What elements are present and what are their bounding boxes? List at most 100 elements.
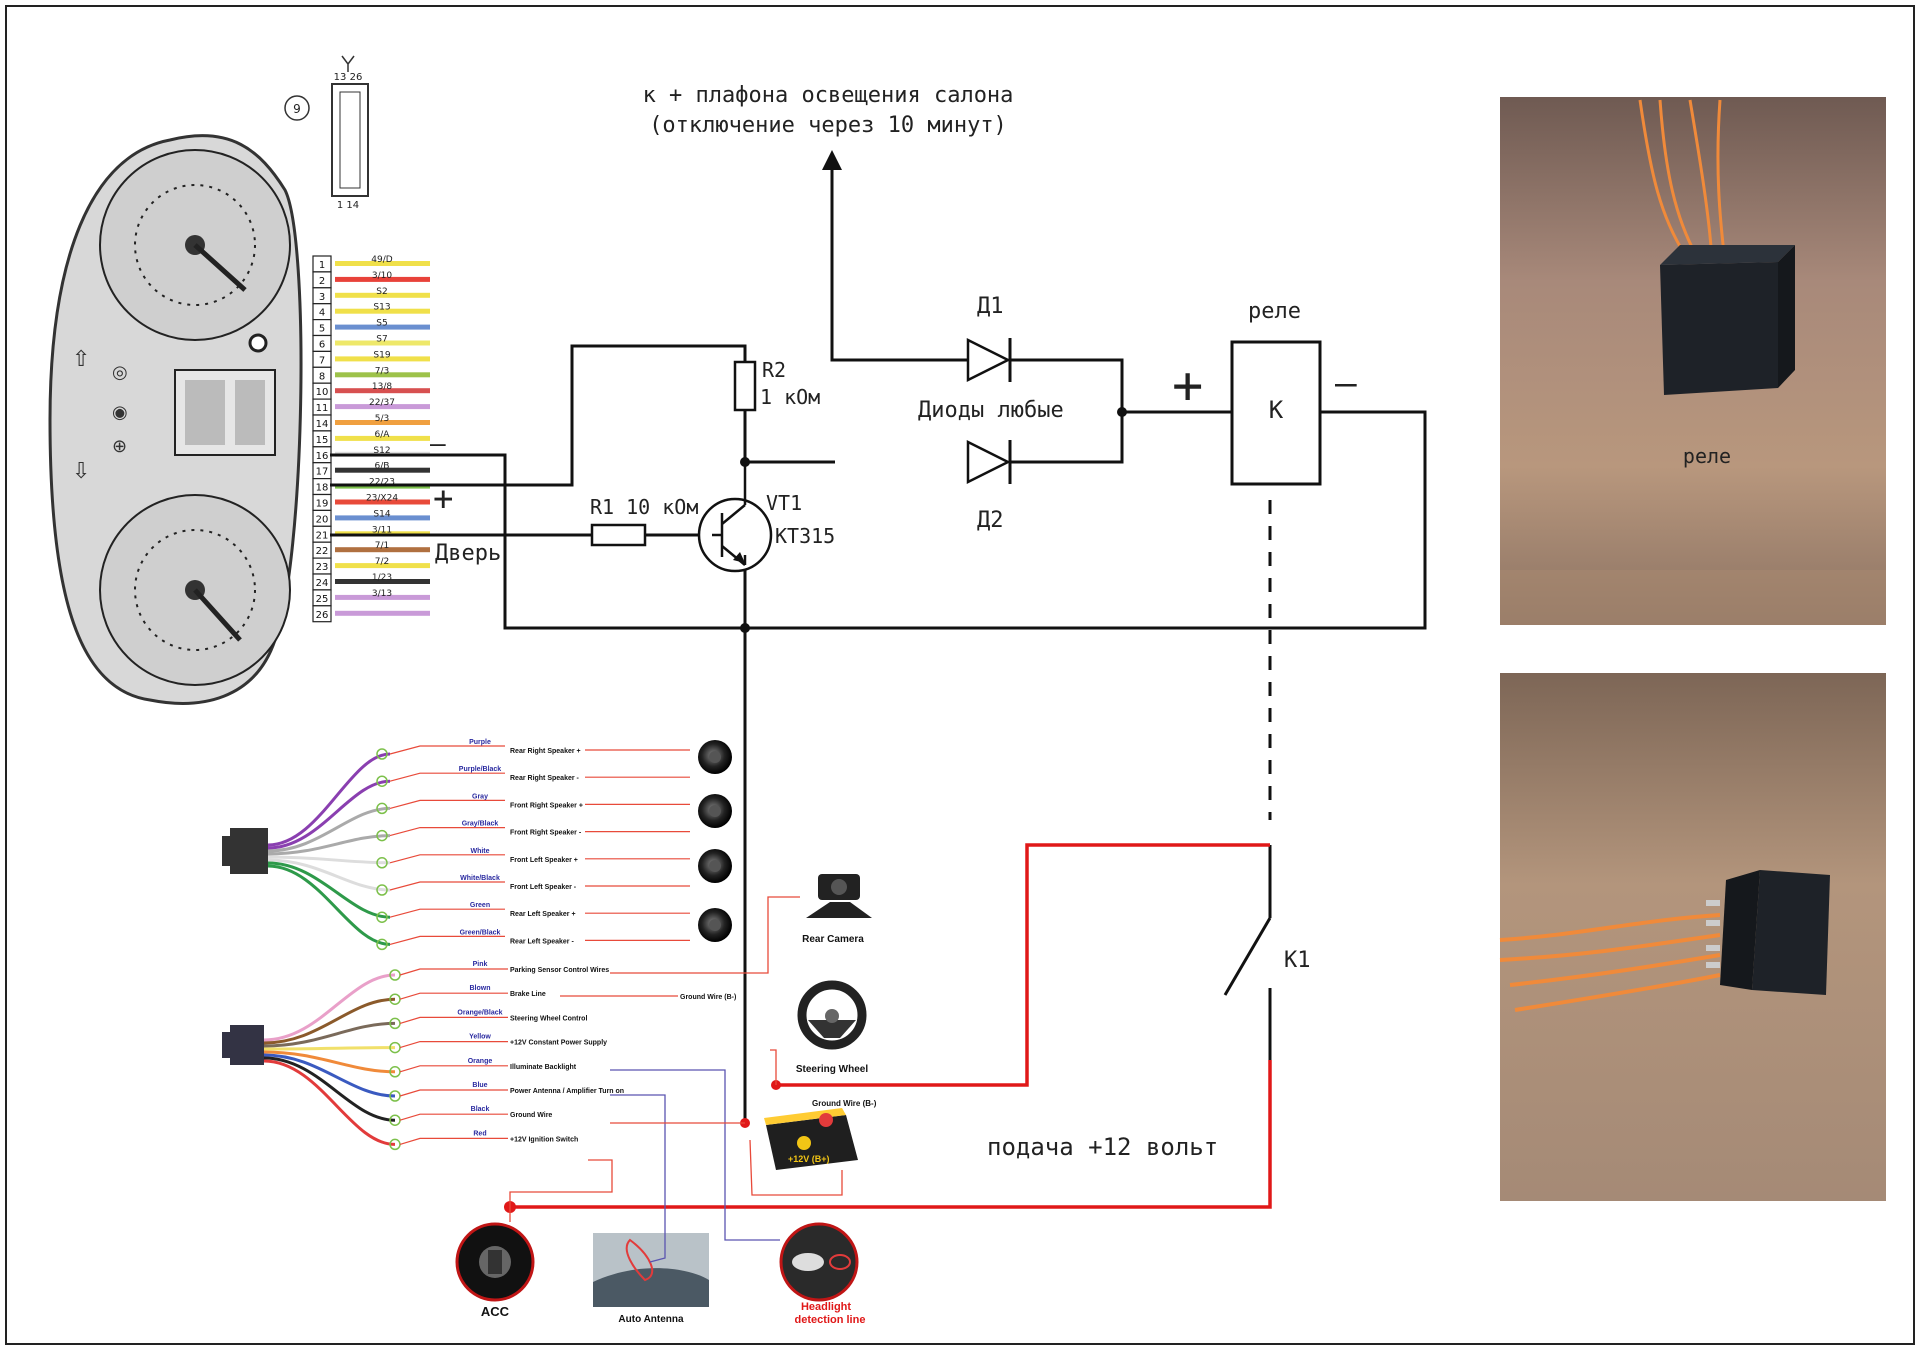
junction-dot [740, 457, 750, 467]
wire-function-label: Front Left Speaker - [510, 884, 577, 891]
auto-antenna-label: Auto Antenna [618, 1314, 684, 1325]
minus-label: — [430, 429, 446, 459]
pin-code: S13 [373, 303, 390, 313]
svg-text:◎: ◎ [112, 362, 128, 383]
wire-function-label: Steering Wheel Control [510, 1015, 587, 1022]
circuit-wires [330, 170, 1427, 1123]
pin-number: 6 [319, 340, 325, 351]
wire-function-label: +12V Constant Power Supply [510, 1040, 607, 1047]
wire-function-label: Rear Left Speaker - [510, 938, 574, 945]
wire-function-label: Front Right Speaker + [510, 802, 583, 809]
wire-color-label: Blown [470, 985, 491, 992]
steering-wheel-label: Steering Wheel [796, 1064, 868, 1075]
pin-number: 5 [319, 324, 325, 335]
connector-bottom-pins: 1 14 [337, 200, 359, 211]
pin-code: 7/3 [375, 366, 389, 376]
wire-function-label: Rear Right Speaker + [510, 748, 581, 755]
relay-coil-label: К [1269, 396, 1284, 424]
pin-number: 20 [316, 514, 329, 525]
instrument-cluster: ⇧ ⇩ ◎ ◉ ⊕ [48, 134, 303, 705]
connector-top-pins: 13 26 [334, 72, 363, 83]
pin-code: 3/13 [372, 589, 392, 599]
pin-wire [335, 579, 430, 584]
pin-code: 7/2 [375, 557, 389, 567]
plug-connector-1 [230, 828, 268, 874]
ground-wire-label: Ground Wire (B-) [680, 994, 736, 1001]
pin-code: S12 [373, 446, 390, 456]
pin-row: 3 S2 [312, 287, 430, 305]
pin-wire [335, 404, 430, 410]
pin-number: 15 [316, 435, 329, 446]
wire-function-label: Parking Sensor Control Wires [510, 967, 609, 974]
brake-ground-link: Ground Wire (B-) [560, 994, 736, 1001]
pin-wire [335, 292, 430, 298]
pin-code: S19 [373, 350, 390, 360]
pin-number: 19 [316, 499, 329, 510]
supply-label: подача +12 вольт [987, 1133, 1218, 1161]
pin-code: 49/D [371, 255, 392, 265]
pin-number: 17 [316, 467, 329, 478]
speaker-icon [698, 740, 732, 774]
wire-function-label: Brake Line [510, 991, 546, 998]
diode-d1 [966, 337, 1012, 383]
plus-label: + [433, 479, 453, 519]
pin-wire [335, 372, 430, 378]
pin-row: 19 23/X24 [312, 494, 430, 511]
relay-photo-caption: реле [1683, 444, 1731, 468]
arrow-up-icon [822, 150, 842, 170]
headlight-label-1: Headlight [801, 1301, 851, 1313]
pin-code: 23/X24 [366, 494, 398, 504]
pin-number: 3 [319, 292, 325, 303]
pin-code: 7/1 [375, 541, 389, 551]
pin-wire [335, 308, 430, 314]
supply-wires [510, 843, 1272, 1209]
pin-row: 7 S19 [312, 350, 430, 368]
wire-color-label: Black [471, 1106, 490, 1113]
wire-function-label: Power Antenna / Amplifier Turn on [510, 1088, 624, 1095]
pin-number: 24 [316, 578, 329, 589]
pin-wire [335, 610, 430, 616]
pin-number: 4 [319, 308, 325, 319]
wire-color-label: Orange/Black [457, 1009, 502, 1016]
pin-number: 25 [316, 594, 329, 605]
wire-color-label: Purple [469, 739, 491, 746]
door-label: Дверь [435, 541, 501, 566]
svg-text:◉: ◉ [112, 402, 128, 423]
pin-row: 25 3/13 [312, 589, 430, 607]
pin-number: 8 [319, 371, 325, 382]
pin-row: 5 S5 [312, 319, 430, 337]
pin-code: S2 [376, 287, 387, 297]
rear-camera-icon [806, 874, 872, 918]
diode-d2 [966, 439, 1012, 485]
pin-number: 14 [316, 419, 329, 430]
pin-wire [335, 388, 430, 394]
pin-number: 7 [319, 355, 325, 366]
resistor-r2 [733, 360, 757, 412]
battery-icon [764, 1108, 858, 1170]
pin-code: S5 [376, 319, 387, 329]
wire-color-label: White/Black [460, 875, 500, 882]
speaker-icon [698, 849, 732, 883]
lamp-note-line2: (отключение через 10 минут) [649, 113, 1007, 138]
acc-ignition-icon [455, 1222, 535, 1302]
vt1-name: VT1 [766, 491, 802, 515]
steering-wheel-icon [797, 980, 867, 1050]
pin-wire [335, 563, 430, 569]
pin-code: 13/8 [372, 382, 392, 392]
pin-code: 22/37 [369, 398, 395, 408]
